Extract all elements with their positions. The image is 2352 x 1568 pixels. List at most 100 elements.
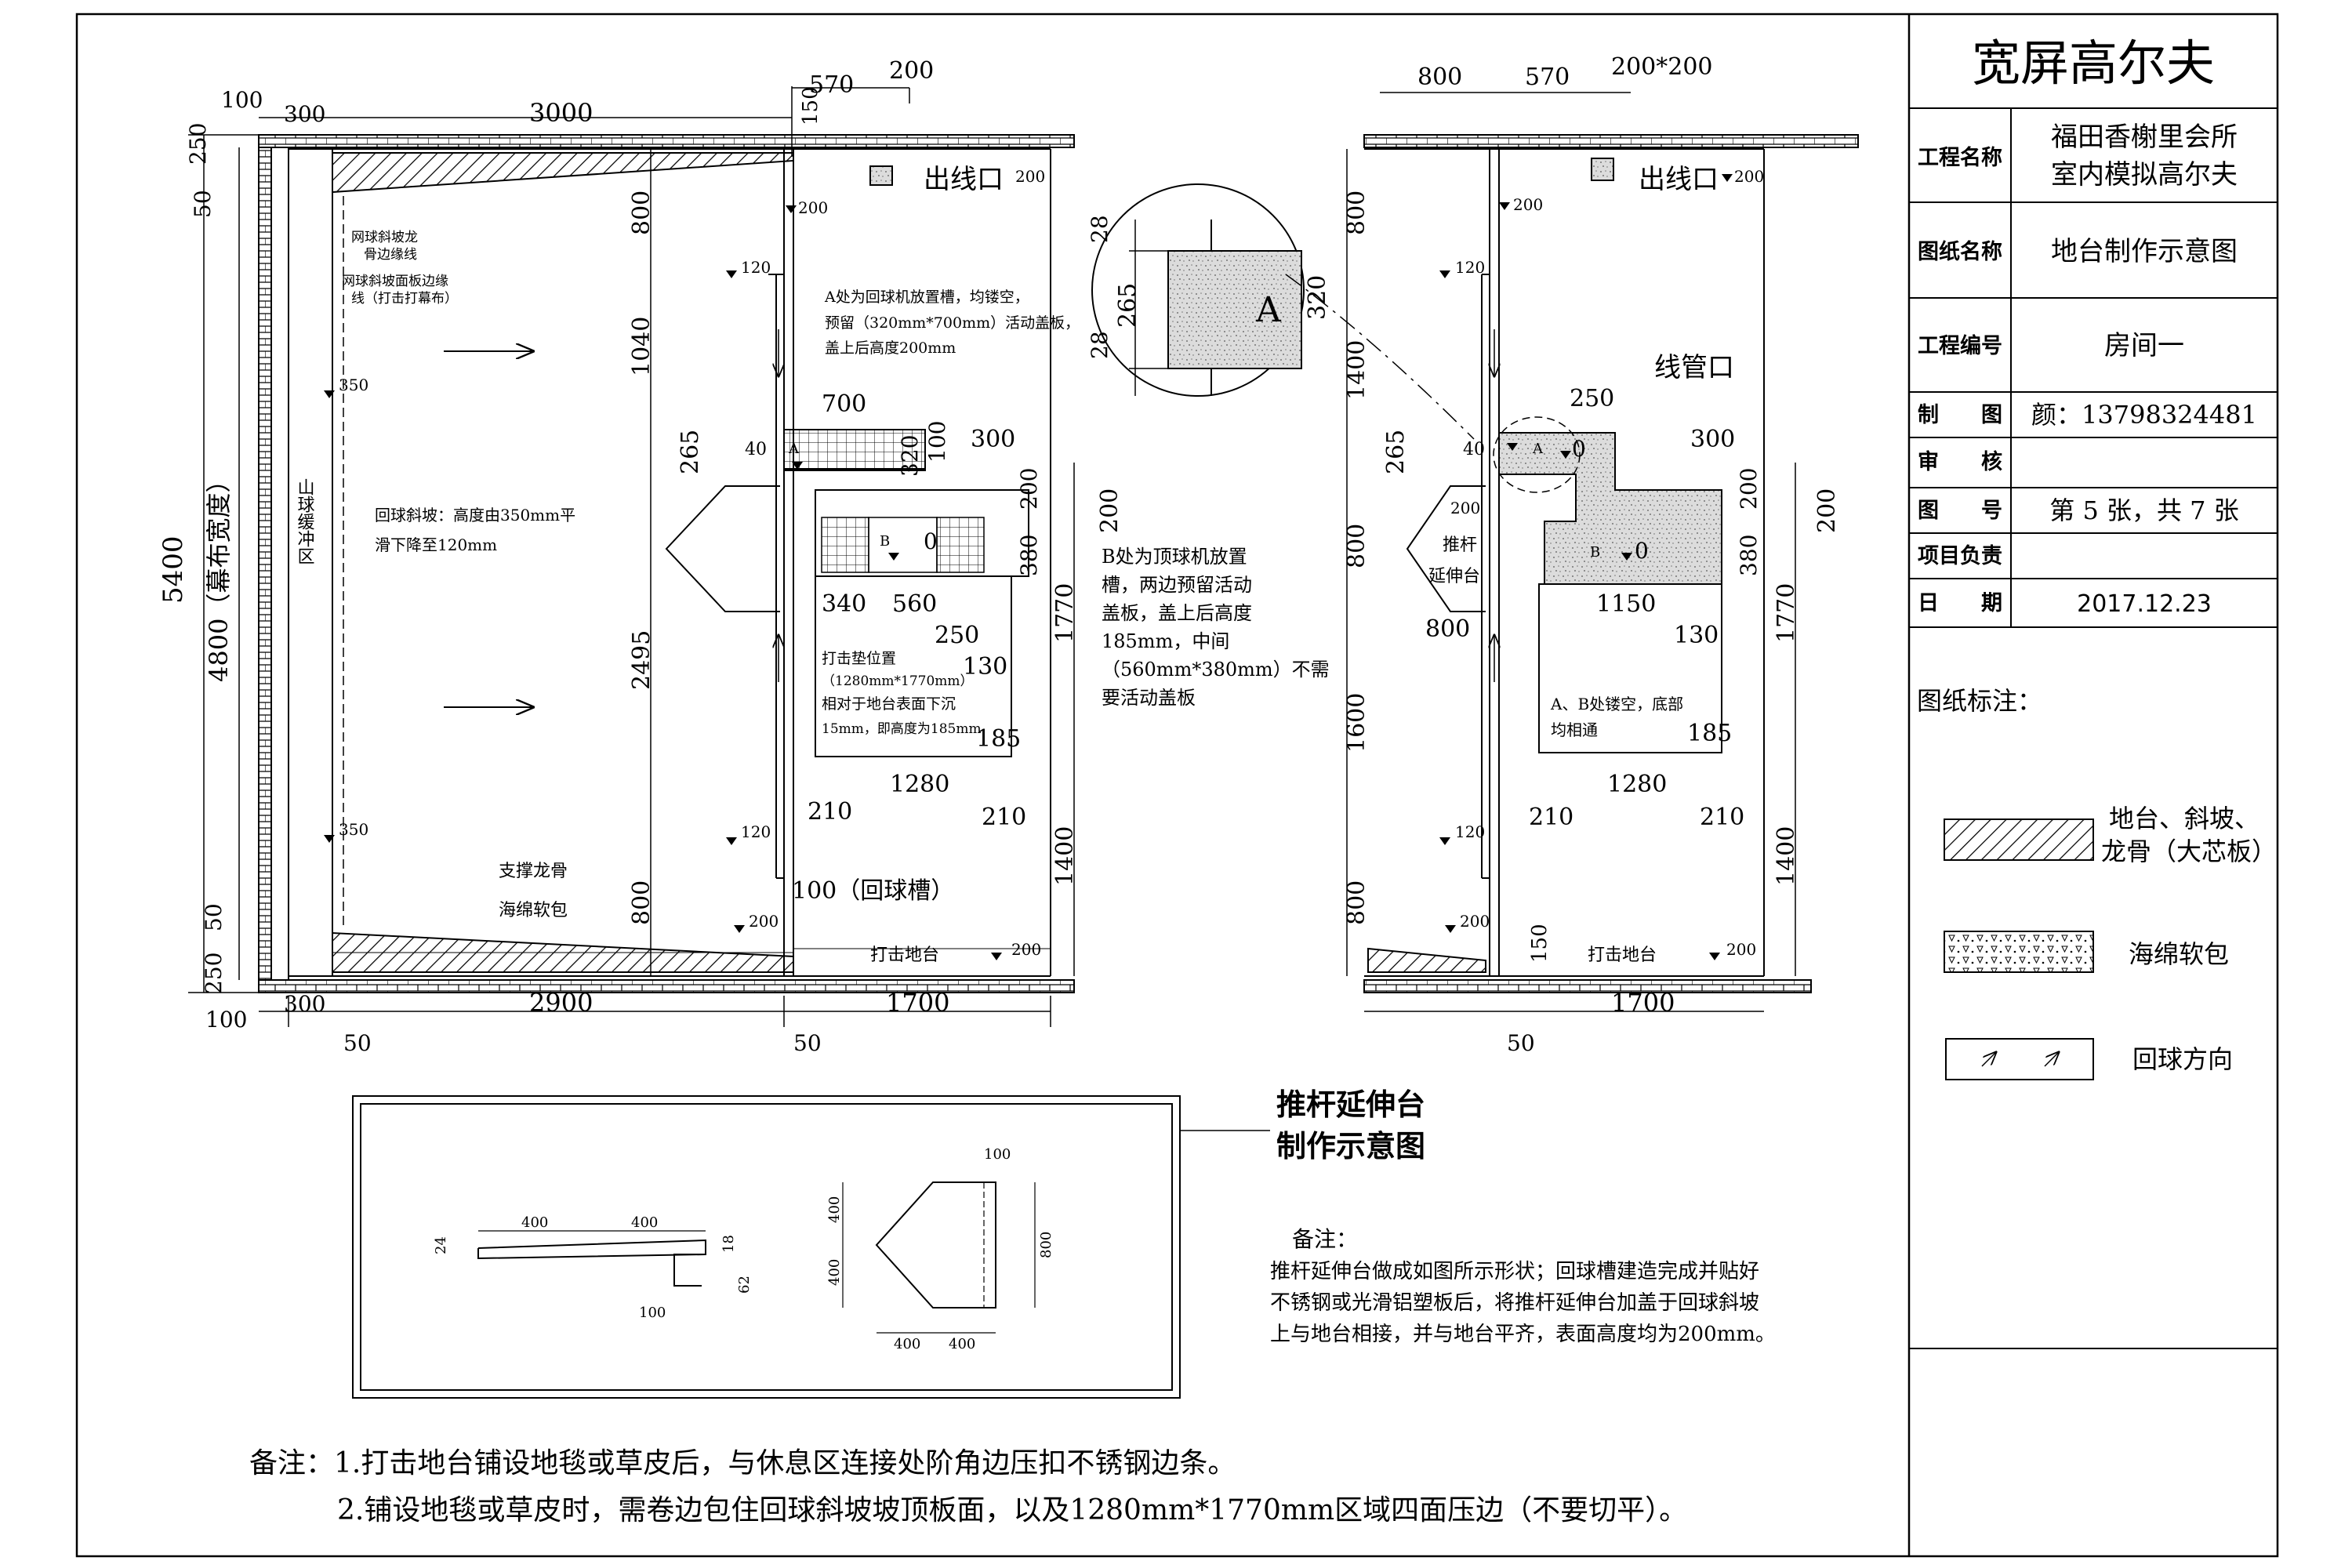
legend-hatch-swatch bbox=[1944, 818, 2094, 861]
dim-right-1770: 1770 bbox=[1051, 583, 1079, 643]
ext-side-18: 18 bbox=[720, 1235, 737, 1253]
r-dim-right-200: 200 bbox=[1813, 488, 1841, 533]
left-plan-labels: 100 300 3000 570 200 150 250 50 5400 480… bbox=[158, 57, 1330, 1056]
a-desc-3: 盖上后高度200mm bbox=[825, 339, 956, 357]
legend-arrow-label: 回球方向 bbox=[2132, 1044, 2233, 1074]
row-value-project-2: 室内模拟高尔夫 bbox=[2051, 159, 2238, 191]
row-value-date: 2017.12.23 bbox=[2077, 590, 2212, 618]
dim-mid-265: 265 bbox=[677, 430, 704, 474]
dim-top-150: 150 bbox=[799, 86, 822, 125]
dim-bottom-50b: 50 bbox=[793, 1030, 822, 1056]
ext-side-62: 62 bbox=[736, 1276, 753, 1294]
b-desc-6: 要活动盖板 bbox=[1102, 687, 1196, 709]
dim-bottom-2900: 2900 bbox=[529, 988, 593, 1018]
dim-185: 185 bbox=[976, 725, 1021, 753]
return-slot-label: 100（回球槽） bbox=[792, 877, 954, 905]
r-dim-200: 200 bbox=[1736, 468, 1762, 510]
ext-plan-800: 800 bbox=[1038, 1232, 1054, 1258]
dim-bottom-100: 100 bbox=[205, 1007, 247, 1033]
height-120a: 120 bbox=[741, 258, 771, 277]
r-dim-380: 380 bbox=[1736, 535, 1762, 576]
a-mark: A bbox=[788, 441, 800, 457]
net-edge-label-1: 网球斜坡龙 bbox=[351, 230, 418, 245]
r-dim-800: 800 bbox=[1417, 64, 1462, 91]
hit-pad-label-4: 15mm，即高度为185mm bbox=[822, 721, 982, 737]
extension-title-1: 推杆延伸台 bbox=[1276, 1087, 1425, 1122]
r-b-mark: B bbox=[1590, 544, 1600, 561]
dim-left-50: 50 bbox=[190, 190, 216, 218]
right-plan-labels: 800 570 200*200 800 1400 265 800 1600 80… bbox=[1343, 53, 1841, 1056]
dim-a-700: 700 bbox=[822, 390, 866, 418]
note-line-2: 2.铺设地毯或草皮时，需卷边包住回球斜坡坡顶板面，以及1280mm*1770mm… bbox=[337, 1494, 1687, 1526]
dim-a-320: 320 bbox=[897, 435, 923, 477]
r-dim-right-1400: 1400 bbox=[1773, 826, 1800, 886]
ext-note-3: 上与地台相接，并与地台平齐，表面高度均为200mm。 bbox=[1270, 1323, 1776, 1346]
r-b-zero: 0 bbox=[1635, 538, 1649, 564]
dim-top-570: 570 bbox=[809, 71, 854, 99]
dim-mid-800b: 800 bbox=[628, 880, 655, 925]
b-desc-1: B处为顶球机放置 bbox=[1102, 546, 1247, 568]
dim-bottom-50a: 50 bbox=[343, 1030, 372, 1056]
r-height-200c: 200 bbox=[1450, 499, 1480, 517]
outlet-label: 出线口 bbox=[924, 164, 1004, 195]
height-350a: 350 bbox=[339, 376, 368, 394]
ext-note-head: 备注： bbox=[1292, 1226, 1358, 1252]
slope-label-2: 滑下降至120mm bbox=[375, 535, 497, 554]
sponge-label: 海绵软包 bbox=[499, 901, 568, 920]
row-label-date: 日 期 bbox=[1918, 591, 2002, 615]
r-a-zero: 0 bbox=[1572, 436, 1586, 462]
ext-side-400a: 400 bbox=[521, 1214, 548, 1231]
r-dim-50: 50 bbox=[1507, 1030, 1535, 1056]
ext-note-2: 不锈钢或光滑铝塑板后，将推杆延伸台加盖于回球斜坡 bbox=[1270, 1291, 1759, 1315]
net-edge-label-2: 骨边缘线 bbox=[364, 247, 417, 263]
r-dim-1700: 1700 bbox=[1611, 988, 1675, 1018]
dim-bottom-300: 300 bbox=[284, 991, 325, 1017]
hit-platform-label: 打击地台 bbox=[870, 946, 939, 965]
r-height-200b: 200 bbox=[1734, 167, 1764, 186]
right-height-markers bbox=[1439, 174, 1733, 960]
detail-label-a: A bbox=[1255, 290, 1282, 330]
hit-pad-label-1: 打击垫位置 bbox=[822, 650, 896, 667]
row-value-number: 房间一 bbox=[2104, 330, 2184, 361]
left-plan bbox=[188, 86, 1075, 1027]
detail-dim-265: 265 bbox=[1114, 283, 1142, 328]
r-dim-left-1600: 1600 bbox=[1343, 693, 1370, 753]
note-line-1: 备注：1.打击地台铺设地毯或草皮后，与休息区连接处阶角边压扣不锈钢边条。 bbox=[249, 1447, 1236, 1479]
dim-left-4800: 4800（幕布宽度） bbox=[204, 468, 234, 682]
legend-arrow-swatch bbox=[1945, 1038, 2094, 1080]
dim-b-340: 340 bbox=[822, 590, 866, 618]
net-edge-label-3: 网球斜坡面板边缘 bbox=[342, 274, 448, 289]
r-dim-210a: 210 bbox=[1529, 804, 1573, 831]
height-200b: 200 bbox=[1015, 167, 1045, 186]
net-edge-label-4: 线（打击打幕布） bbox=[351, 291, 458, 307]
r-dim-left-800: 800 bbox=[1343, 191, 1370, 235]
ext-plan-100: 100 bbox=[984, 1146, 1011, 1163]
dim-top-100: 100 bbox=[221, 87, 263, 113]
slope-label-1: 回球斜坡：高度由350mm平 bbox=[375, 506, 575, 524]
extension-title-2: 制作示意图 bbox=[1276, 1129, 1425, 1163]
r-dim-left-265: 265 bbox=[1382, 430, 1410, 474]
detail-a-callout: 28 265 28 320 A bbox=[1087, 183, 1475, 440]
dim-top-200: 200 bbox=[889, 57, 934, 85]
row-value-sheet: 第 5 张，共 7 张 bbox=[2049, 495, 2238, 525]
r-dim-800: 800 bbox=[1425, 615, 1470, 643]
dim-left-50b: 50 bbox=[201, 903, 227, 931]
row-label-drafter: 制 图 bbox=[1918, 403, 2002, 427]
r-height-200d: 200 bbox=[1460, 912, 1490, 931]
r-dim-right-1770: 1770 bbox=[1773, 583, 1800, 643]
ext-plan-400b: 400 bbox=[826, 1259, 843, 1286]
dim-mid-800: 800 bbox=[628, 191, 655, 235]
dim-130: 130 bbox=[963, 653, 1007, 681]
r-dim-210b: 210 bbox=[1700, 804, 1744, 831]
row-label-review: 审 核 bbox=[1918, 449, 2002, 474]
legend-sponge-swatch bbox=[1944, 931, 2094, 973]
r-height-120a: 120 bbox=[1455, 258, 1485, 277]
left-height-markers bbox=[324, 205, 1002, 960]
r-dim-left-1400: 1400 bbox=[1343, 340, 1370, 400]
row-label-manager: 项目负责 bbox=[1918, 544, 2002, 568]
row-value-drafter: 颜：13798324481 bbox=[2031, 400, 2257, 430]
r-dim-1150: 1150 bbox=[1596, 590, 1656, 618]
legend-title: 图纸标注： bbox=[1917, 686, 2042, 716]
r-dim-40: 40 bbox=[1463, 440, 1485, 459]
